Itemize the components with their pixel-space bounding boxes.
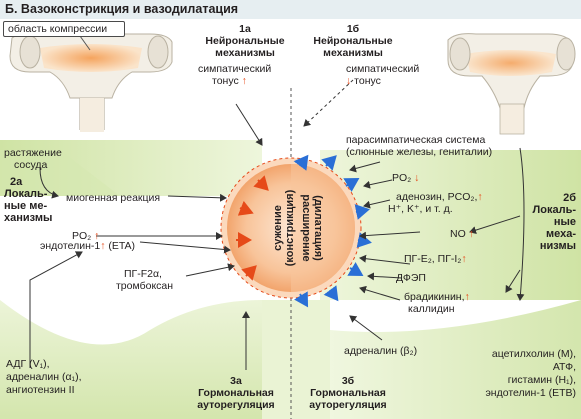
compression-label: область компрессии xyxy=(8,23,108,35)
hormone-left-1: АДГ (V₁), xyxy=(6,358,50,370)
hormone-left-3: ангиотензин II xyxy=(6,384,75,396)
left-connector-arrows xyxy=(29,103,263,370)
vessel-circle xyxy=(220,157,362,299)
dilated-vessel-illustration xyxy=(447,33,576,135)
hormonal-right-num: 3б xyxy=(341,375,355,387)
increase-arrow-icon: ↑ xyxy=(468,228,474,240)
parasympathetic-line2: (слюнные железы, гениталии) xyxy=(346,146,493,158)
hormone-right-3: гистамин (H₁), xyxy=(507,374,576,386)
dfep: ДФЭП xyxy=(396,272,426,284)
hormonal-left-num: 3а xyxy=(230,375,242,387)
hormone-right-2: АТФ, xyxy=(552,361,576,373)
compression-callout: область компрессии xyxy=(3,21,125,37)
increase-arrow-icon: ↑ xyxy=(241,75,247,87)
constriction-label2: (констрикция) xyxy=(284,189,296,267)
neural-left-tone-a: симпатический xyxy=(198,63,272,75)
local-left-num: 2а xyxy=(10,176,23,188)
dilation-label1: расширение xyxy=(300,194,312,262)
increase-arrow-icon: ↑ xyxy=(94,230,100,242)
increase-arrow-icon: ↑ xyxy=(477,191,483,203)
local-right-title3: меха- xyxy=(545,228,576,240)
adenosine: аденозин, PCO₂,↑ xyxy=(396,191,483,203)
po2-right: PO₂ ↓ xyxy=(392,172,420,184)
ions: H⁺, K⁺, и т. д. xyxy=(388,203,453,215)
parasympathetic-line1: парасимпатическая система xyxy=(346,134,486,146)
dilation-arrows xyxy=(293,154,372,308)
endothelin-left: эндотелин-1↑ (ETA) xyxy=(40,240,136,252)
pgf-left: ПГ-F2α, xyxy=(124,268,162,280)
increase-arrow-icon: ↑ xyxy=(461,253,467,265)
constriction-label1: сужение xyxy=(272,205,284,251)
no: NO ↑ xyxy=(450,228,474,240)
local-right-title4: низмы xyxy=(539,240,576,252)
neural-left-num: 1а xyxy=(239,23,251,35)
neural-left-title2: механизмы xyxy=(215,47,275,59)
constriction-arrows xyxy=(236,175,269,281)
po2-left: PO₂ ↑ xyxy=(72,230,100,242)
neural-left-title: Нейрональные xyxy=(205,35,285,47)
hormonal-left-title2: ауторегуляция xyxy=(197,399,275,411)
local-left-title1: Локаль- xyxy=(4,188,48,200)
thromboxane-left: тромбоксан xyxy=(116,280,174,292)
increase-arrow-icon: ↑ xyxy=(100,240,106,252)
local-left-title2: ные ме- xyxy=(4,200,48,212)
neural-left-tone-b: тонус ↑ xyxy=(212,75,247,87)
neural-right-num: 1б xyxy=(346,23,360,35)
local-left-title3: ханизмы xyxy=(4,212,53,224)
myogenic-reaction: миогенная реакция xyxy=(66,192,161,204)
kallidin: каллидин xyxy=(408,303,455,315)
stretch-line1: растяжение xyxy=(4,147,62,159)
hormone-right-1: ацетилхолин (M), xyxy=(491,348,576,360)
neural-right-tone-a: симпатический xyxy=(346,63,420,75)
stretch-line2: сосуда xyxy=(14,159,48,171)
adrenaline-beta2: адреналин (β₂) xyxy=(344,345,418,357)
pg-e2-i2: ПГ-E₂, ПГ-I₂↑ xyxy=(404,253,467,265)
increase-arrow-icon: ↑ xyxy=(464,291,470,303)
bradykinin: брадикинин,↑ xyxy=(404,291,470,303)
dilation-label2: (дилатация) xyxy=(312,195,324,261)
title-bar xyxy=(0,0,581,19)
hormone-left-2: адреналин (α₁), xyxy=(6,371,82,383)
neural-right-tone-b: ↓ тонус xyxy=(346,75,381,87)
compressed-vessel-illustration xyxy=(9,21,173,132)
local-right-num: 2б xyxy=(563,192,576,204)
local-right-title1: Локаль- xyxy=(532,204,576,216)
hormonal-right-title2: ауторегуляция xyxy=(309,399,387,411)
page-title: Б. Вазоконстрикция и вазодилатация xyxy=(5,2,239,16)
hormonal-right-title1: Гормональная xyxy=(310,387,386,399)
right-connector-arrows xyxy=(303,79,525,341)
hormonal-left-title1: Гормональная xyxy=(198,387,274,399)
decrease-arrow-icon: ↓ xyxy=(414,172,420,184)
neural-right-title2: механизмы xyxy=(323,47,383,59)
decrease-arrow-icon: ↓ xyxy=(346,75,352,87)
neural-right-title: Нейрональные xyxy=(313,35,393,47)
hormone-right-4: эндотелин-1 (ETB) xyxy=(485,387,576,399)
local-right-title2: ные xyxy=(553,216,576,228)
